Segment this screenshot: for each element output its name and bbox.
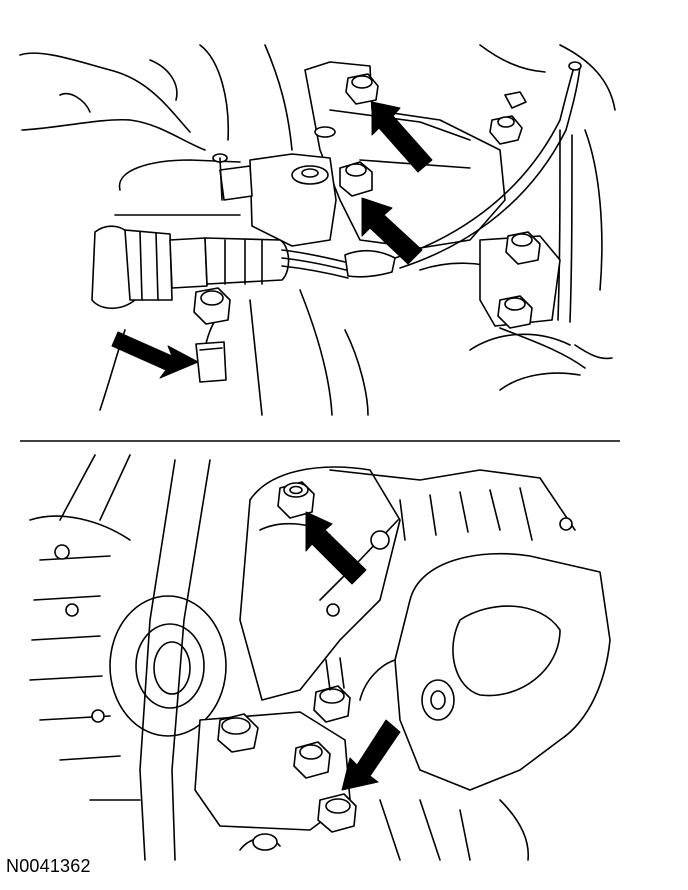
- callout-arrow-top-bolt: [371, 101, 433, 173]
- callout-arrow-lower-bolt: [341, 719, 401, 791]
- callout-arrow-middle-bolt: [361, 197, 423, 265]
- callout-arrow-lower-bolt: [111, 331, 199, 379]
- figure-id-label: N0041362: [6, 856, 91, 876]
- upper-panel: [19, 44, 616, 416]
- lower-panel: [29, 454, 611, 861]
- callout-arrow-upper-bolt: [305, 511, 367, 585]
